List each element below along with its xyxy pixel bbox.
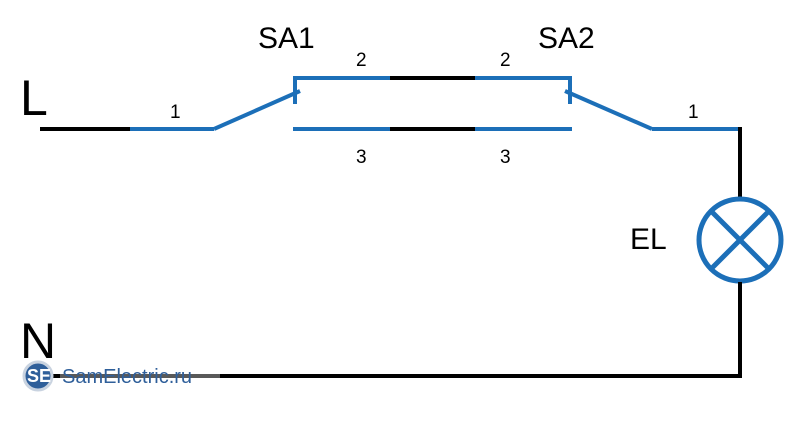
label-SA1: SA1 <box>258 22 315 55</box>
watermark-logo-text: SE <box>27 366 51 386</box>
lamp-symbol <box>696 196 784 284</box>
label-sa1-out3: 3 <box>356 147 367 168</box>
watermark-logo-icon <box>22 360 54 392</box>
label-sa2-out2: 2 <box>500 50 511 71</box>
sa2-contact-lever <box>564 89 653 131</box>
watermark: SE SamElectric.ru <box>22 360 220 392</box>
label-neutral-N: N <box>20 313 56 369</box>
label-EL: EL <box>630 223 667 256</box>
label-line-L: L <box>20 70 48 126</box>
watermark-site-text: SamElectric.ru <box>62 366 192 388</box>
sa1-contact-lever <box>213 89 301 131</box>
label-sa1-out2: 2 <box>356 50 367 71</box>
label-sa2-out3: 3 <box>500 147 511 168</box>
label-SA2: SA2 <box>538 22 595 55</box>
label-sa1-common: 1 <box>170 102 181 123</box>
label-sa2-common: 1 <box>688 102 699 123</box>
